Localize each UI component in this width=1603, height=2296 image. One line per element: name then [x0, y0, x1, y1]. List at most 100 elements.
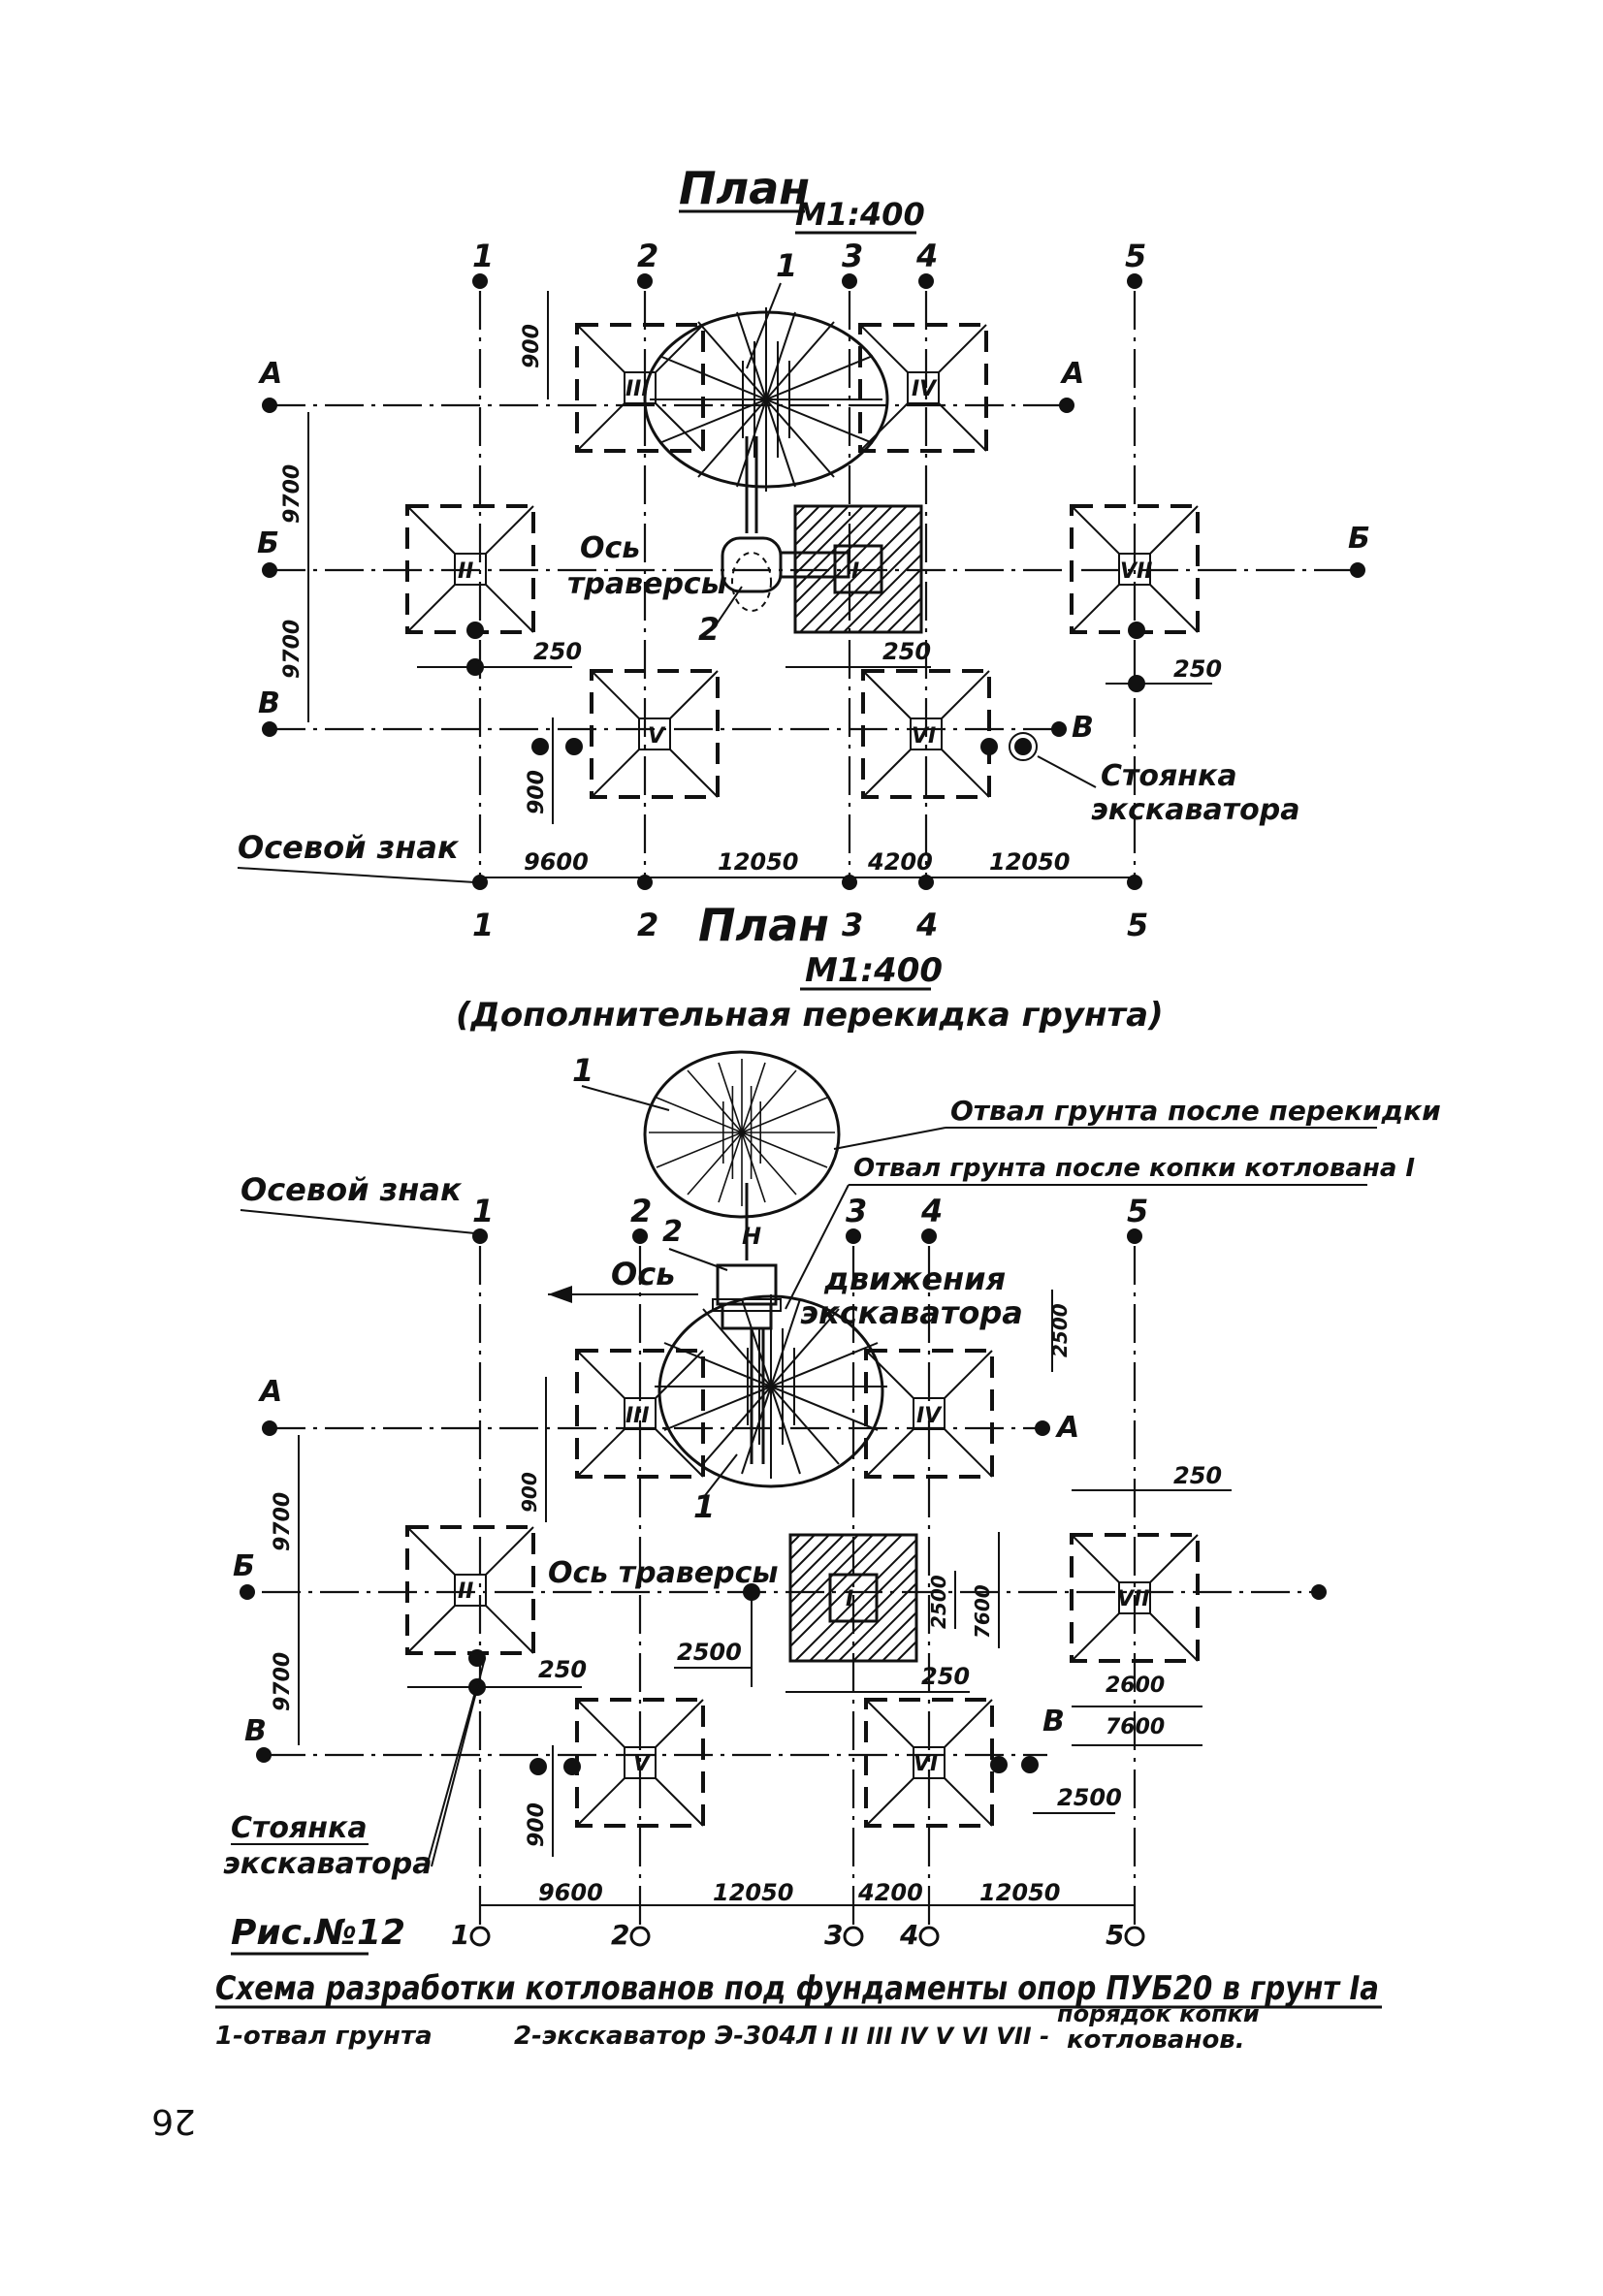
plan2-dim-2600: 2600 [1106, 1674, 1165, 1698]
plan2-axis-labels-bottom: 1 2 3 4 5 [451, 1919, 1124, 1951]
plan2-subtitle: (Дополнительная перекидка грунта) [456, 996, 1164, 1035]
plan1-row-B: Б [257, 526, 279, 560]
plan2-axis-1-bottom: 1 [451, 1919, 469, 1951]
plan1-row-B-right: Б [1348, 522, 1370, 556]
plan1-dim-250-left: 250 [533, 638, 582, 665]
figure-number: Рис.№12 [231, 1913, 405, 1953]
plan2-row-V: В [244, 1714, 267, 1748]
plan1-dim-4200: 4200 [867, 848, 933, 876]
plan1-dim-900-top: 900 [520, 324, 544, 368]
plan2-axis-5-bottom: 5 [1106, 1919, 1124, 1951]
plan1-parking-label-1: Стоянка [1101, 759, 1237, 793]
plan1-axis-3-top: 3 [842, 238, 863, 274]
plan2-callout-1b: 1 [693, 1488, 715, 1525]
legend-order-text-1: порядок копки [1057, 2000, 1260, 2027]
plan2-pit-VII: VII [1117, 1587, 1149, 1611]
plan1-axis-2-top: 2 [637, 238, 658, 274]
plan2-title: План [698, 899, 829, 951]
plan1-axis-1-top: 1 [472, 238, 494, 274]
plan2-axis-2-bottom: 2 [611, 1919, 629, 1951]
plan2-dim-7600-right: 7600 [1106, 1715, 1165, 1739]
page-number: 26 [151, 2101, 196, 2141]
plan1-axis-4-bottom: 4 [915, 907, 938, 943]
plan1-dim-12050-b: 12050 [989, 848, 1071, 876]
plan1-dim-9700-b: 9700 [280, 620, 305, 679]
plan2-axis-labels-top: 1 2 3 4 5 [472, 1193, 1148, 1229]
plan1-row-A-right: А [1060, 357, 1084, 391]
plan1-traverse-label-1: Ось [580, 531, 640, 565]
plan1-scale: М1:400 [795, 196, 925, 233]
plan2-callout-1a: 1 [572, 1052, 593, 1089]
plan2-dim-12050-b: 12050 [979, 1879, 1061, 1906]
plan1-pit-IV: IV [912, 377, 938, 401]
plan2-movement-2: экскаватора [800, 1294, 1023, 1331]
plan1-title: План [679, 162, 810, 214]
plan2-scale: М1:400 [805, 951, 943, 990]
plan2-axis-1-top: 1 [472, 1193, 494, 1229]
plan2-row-A-right: А [1055, 1411, 1079, 1445]
plan2-parking-label-2: экскаватора [223, 1847, 432, 1881]
plan2-callout-2: 2 [662, 1215, 683, 1249]
plan1-callout-1: 1 [776, 247, 797, 284]
plan1-axis-labels-bottom: 1 2 3 4 5 [472, 907, 1148, 943]
plan2-parking-label-1: Стоянка [231, 1811, 368, 1845]
plan2-dim-250-mid: 250 [921, 1663, 970, 1690]
plan2-dim-900-left: 900 [518, 1472, 541, 1513]
plan2-traverse-axis: Ось траверсы [548, 1556, 779, 1590]
plan2-axis-2-top: 2 [630, 1193, 652, 1229]
excavator-icon [712, 1183, 782, 1464]
plan2-dim-9600: 9600 [538, 1879, 603, 1906]
plan2-pit-III: III [625, 1404, 650, 1428]
plan1-axis-2-bottom: 2 [637, 907, 658, 943]
plan2-dim-9700-a: 9700 [271, 1492, 295, 1551]
plan2-dim-2500-right: 2500 [1057, 1784, 1122, 1811]
plan1-pit-VII: VII [1120, 559, 1152, 584]
plan1-dim-12050-a: 12050 [718, 848, 799, 876]
plan2-row-B: Б [233, 1549, 255, 1583]
plan1-axis-1-bottom: 1 [472, 907, 494, 943]
plan2-pit-I: I [846, 1587, 853, 1611]
plan1-row-V: В [258, 686, 280, 720]
plan2-row-V-right: В [1042, 1705, 1065, 1738]
plan2-pit-II: II [458, 1579, 473, 1604]
plan1-pit-I: I [851, 559, 859, 584]
plan2-dim-900-bottom: 900 [525, 1802, 549, 1847]
legend-order-text-2: котлованов. [1067, 2025, 1245, 2055]
plan1-pit-III: III [625, 377, 650, 401]
plan2-spoil-after-transfer: Отвал грунта после перекидки [950, 1095, 1441, 1127]
plan2-dim-250-top: 250 [1173, 1462, 1222, 1489]
plan2-dim-4200: 4200 [857, 1879, 923, 1906]
plan2-axis-4-top: 4 [920, 1193, 943, 1229]
plan2-pit-VI: VI [914, 1752, 938, 1776]
plan1-pit-V: V [648, 724, 666, 749]
plan1-pit-VI: VI [912, 724, 936, 749]
plan2-callout-h: Н [742, 1223, 761, 1250]
plan1-axis-mark: Осевой знак [238, 829, 460, 866]
legend-order: I II III IV V VI VII - [824, 2023, 1049, 2050]
plan1-pit-II: II [458, 559, 473, 584]
plan2-dim-9700-b: 9700 [271, 1652, 295, 1711]
plan2-spoil-after-pit: Отвал грунта после копки котлована I [853, 1154, 1415, 1183]
plan2-dim-2500-inner: 2500 [927, 1575, 950, 1629]
plan1-axis-4-top: 4 [915, 238, 938, 274]
excavator-icon [721, 436, 850, 612]
plan1-callout-2: 2 [698, 611, 720, 648]
legend-spoil: 1-отвал грунта [215, 2022, 433, 2051]
plan2-dim-12050-a: 12050 [713, 1879, 794, 1906]
plan2-dim-7600-inner: 7600 [971, 1584, 994, 1639]
plan1-dim-250-mid: 250 [882, 638, 931, 665]
plan1-axis-5-top: 5 [1125, 238, 1146, 274]
plan1-axis-labels-top: 1 2 3 4 5 [472, 238, 1146, 274]
plan2-axis-4-bottom: 4 [899, 1919, 918, 1951]
plan1-row-A: А [258, 357, 282, 391]
plan1-row-V-right: В [1072, 711, 1094, 745]
plan2-pit-IV: IV [916, 1404, 943, 1428]
plan1-parking-label-2: экскаватора [1091, 793, 1299, 827]
plan1-dim-9700-a: 9700 [280, 464, 305, 524]
plan2-axis-mark: Осевой знак [240, 1171, 463, 1208]
plan2-axis-3-top: 3 [846, 1193, 867, 1229]
plan2-row-A: А [258, 1375, 282, 1409]
plan2-dim-2500-left: 2500 [677, 1639, 742, 1666]
